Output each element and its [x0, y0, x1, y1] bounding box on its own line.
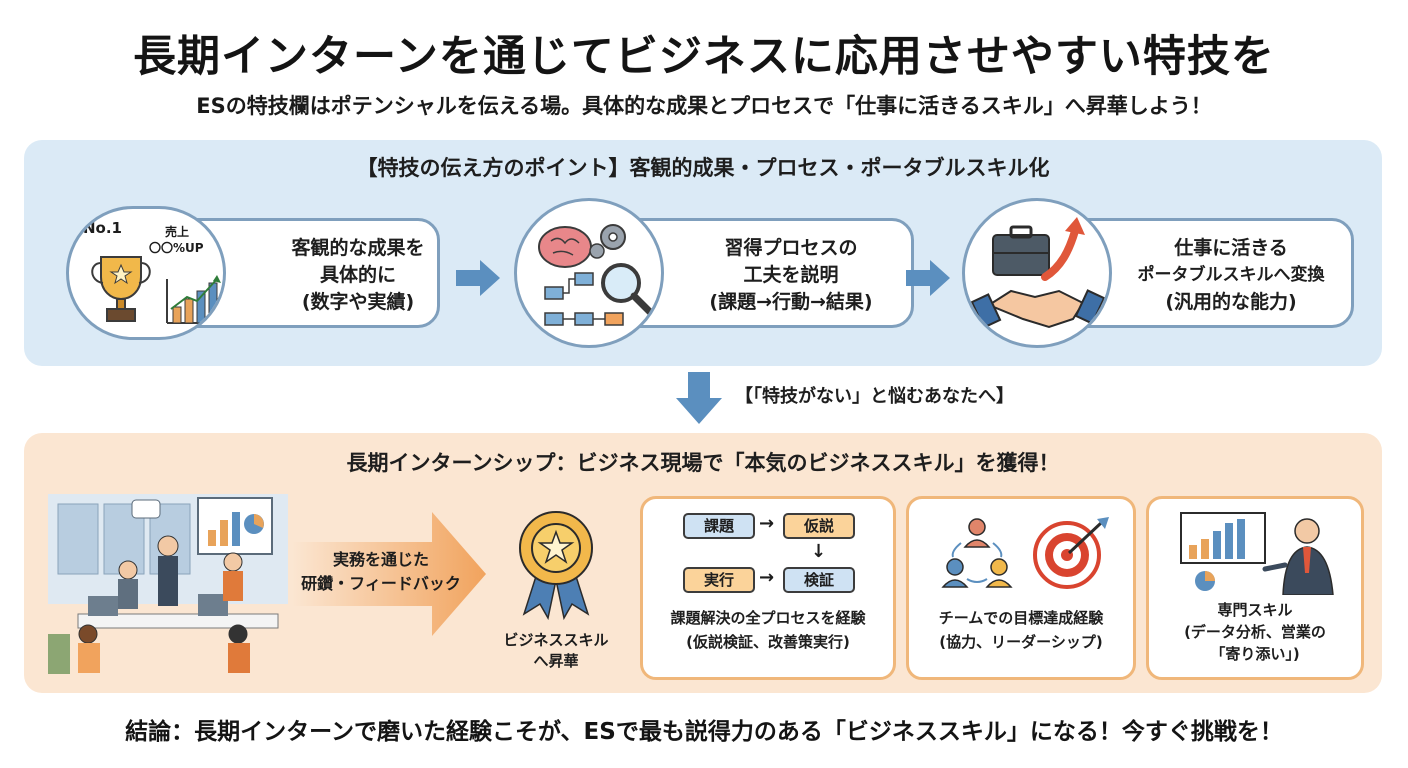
page-subtitle: ESの特技欄はポテンシャルを伝える場。具体的な成果とプロセスで「仕事に活きるスキ… [196, 94, 1212, 118]
skill-caption-sub: (協力、リーダーシップ) [939, 633, 1103, 651]
point-line: 客観的な成果を [291, 237, 425, 259]
presenter-chart-icon [1180, 512, 1334, 595]
points-panel-title: 【特技の伝え方のポイント】客観的成果・プロセス・ポータブルスキル化 [356, 156, 1050, 180]
flow-box-execute: 実行 [683, 567, 755, 593]
flow-arrow-right-icon: → [759, 513, 775, 534]
skill-caption-sub: 「寄り添い」) [1210, 645, 1300, 663]
page-title: 長期インターンを通じてビジネスに応用させやすい特技を [133, 32, 1275, 82]
medal-line: へ昇華 [533, 652, 579, 670]
growth-arrow-label: 実務を通じた 研鑽・フィードバック [296, 548, 466, 596]
flow-box-hypothesis: 仮説 [783, 513, 855, 539]
skill-caption-sub: (データ分析、営業の [1184, 623, 1326, 641]
medal-line: ビジネススキル [503, 631, 609, 649]
internship-panel-title: 長期インターンシップ：ビジネス現場で「本気のビジネススキル」を獲得！ [346, 451, 1060, 475]
flow-arrow-down-icon: ↓ [811, 541, 827, 562]
medal-icon [519, 511, 593, 620]
point-line: 仕事に活きる [1174, 237, 1288, 259]
medal-label: ビジネススキル へ昇華 [486, 630, 626, 672]
flow-box-verify: 検証 [783, 567, 855, 593]
growth-arrow-line: 研鑽・フィードバック [301, 574, 461, 593]
skill-card-teamwork: チームでの目標達成経験 (協力、リーダーシップ) [906, 496, 1136, 680]
point-text: 客観的な成果を 具体的に (数字や実績) [223, 235, 493, 316]
portable-skill-illustration [962, 198, 1112, 348]
skill-caption: 課題解決の全プロセスを経験 [670, 609, 866, 627]
point-card-portable: 仕事に活きる ポータブルスキルへ変換 (汎用的な能力) [956, 198, 1366, 348]
arrow-right-icon [906, 260, 950, 296]
trophy-icon [91, 256, 221, 324]
skill-caption: チームでの目標達成経験 [938, 609, 1104, 627]
office-team-illustration [48, 494, 288, 674]
point-line: 習得プロセスの [724, 237, 858, 259]
point-card-process: 習得プロセスの 工夫を説明 (課題→行動→結果) [500, 198, 920, 348]
growth-arrow [292, 512, 486, 636]
badge-sales-up: 〇〇%UP [149, 241, 204, 255]
skill-caption: 専門スキル [1217, 601, 1293, 619]
skill-caption-sub: (仮説検証、改善策実行) [686, 633, 850, 651]
team-target-icon [941, 517, 1109, 589]
growth-arrow-line: 実務を通じた [332, 550, 429, 569]
point-line: (数字や実績) [301, 291, 415, 313]
briefcase-handshake-icon [970, 217, 1106, 329]
skill-card-specialty: 専門スキル (データ分析、営業の 「寄り添い」) [1146, 496, 1364, 680]
point-text: 仕事に活きる ポータブルスキルへ変換 (汎用的な能力) [1111, 235, 1351, 316]
arrow-right-icon [456, 260, 500, 296]
point-line: ポータブルスキルへ変換 [1137, 265, 1325, 285]
point-card-results: 客観的な成果を 具体的に (数字や実績) No.1 売上 〇〇%UP [50, 206, 450, 340]
point-line: 具体的に [319, 264, 396, 286]
flow-box-issue: 課題 [683, 513, 755, 539]
skill-card-problem-solving: 課題 → 仮説 ↓ 実行 → 検証 課題解決の全プロセスを経験 (仮説検証、改善… [640, 496, 896, 680]
point-text: 習得プロセスの 工夫を説明 (課題→行動→結果) [673, 235, 909, 316]
process-illustration [514, 198, 664, 348]
arrow-down-icon [676, 372, 722, 424]
conclusion-text: 結論：長期インターンで磨いた経験こそが、ESで最も説得力のある「ビジネススキル」… [125, 719, 1283, 745]
badge-no1: No.1 [83, 219, 122, 237]
point-line: (課題→行動→結果) [709, 291, 873, 313]
point-line: 工夫を説明 [743, 264, 839, 286]
flow-arrow-right-icon: → [759, 567, 775, 588]
trophy-illustration: No.1 売上 〇〇%UP [66, 206, 226, 340]
badge-sales: 売上 [165, 225, 190, 239]
brain-gears-icon [538, 224, 655, 326]
transition-label: 【「特技がない」と悩むあなたへ】 [735, 386, 1014, 407]
point-line: (汎用的な能力) [1165, 291, 1297, 313]
